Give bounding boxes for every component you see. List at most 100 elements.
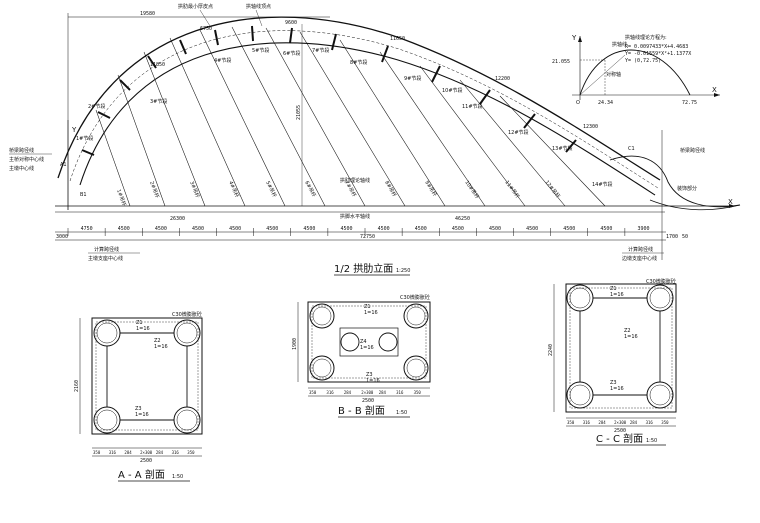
pier-center: 主墩中心线 [9,165,34,172]
bottom-dim: 4500 [266,226,278,232]
tube [309,303,429,381]
section-dim: 350 [309,390,317,395]
left-dim: 3000 [56,234,68,240]
segment-label: 3#节段 [150,98,167,105]
section-scale: 1:50 [396,410,407,416]
segment-label: 12#节段 [508,129,529,136]
section-title: B - B 剖面 [338,404,385,417]
segment-label: 5#节段 [252,47,269,54]
section-dim: 350 [567,420,575,425]
tag: Z3 [135,406,142,412]
bottom-dim: 4500 [378,226,390,232]
section-width: 2500 [362,398,374,404]
bottom-dim: 4500 [415,226,427,232]
point-c1: C1 [628,146,635,152]
right-bearing: 边墩支座中心线 [622,255,657,262]
x-axis-label: X [728,198,733,206]
inset-y-label: Y [571,34,577,42]
segment-label: 6#节段 [283,50,300,57]
calc-span-left: 计算跨径线 [94,246,119,253]
bottom-dim: 3900 [637,226,649,232]
arch-vertex-label: 拱轴线顶点 [246,3,271,10]
rib-top-skin-label: 拱肋最小厚皮点 [178,3,213,10]
inset-origin: O [576,100,580,106]
elevation-view: 19580 9600 X Y [9,3,741,276]
section-title: C - C 剖面 [596,432,643,445]
segment-label: 7#节段 [312,47,329,54]
inset-eq2: Y= -0.01559*X²+1.1377X [625,51,691,57]
tag: 1=16 [624,334,638,340]
pier-symmetry: 主桥对称中心线 [9,156,44,163]
bottom-dim: 4500 [600,226,612,232]
section-dim: 284 [630,420,638,425]
hanger-label: 11#吊杆 [503,179,521,200]
section-height: 1900 [292,338,298,350]
tag: Z1 [364,304,371,310]
point-a1: A1 [60,162,67,168]
segment-label: 8#节段 [350,59,367,66]
section-b-b: C30微膨胀砼 Z1 1=16 Z4 1=16 Z3 1=16 1900 350… [292,294,431,418]
bottom-dim: 4500 [118,226,130,232]
inset-x-label: X [712,86,717,94]
section-dim: 284 [344,390,352,395]
right-dim: 1700 [666,234,678,240]
section-c-c: C30微膨胀砼 Z1 1=16 Z2 1=16 Z3 1=16 2240 350… [548,278,677,446]
elevation-title: 1/2 拱肋立面 [334,262,393,275]
inset-arch-label: 拱轴线 [612,41,627,48]
tag: Z3 [366,372,373,378]
arch-foot-label: 拱脚水平轴线 [340,213,370,220]
arc-dim: 12200 [495,76,510,82]
bridge-span-right: 桥梁跨径线 [680,147,705,154]
total-dim: 72750 [360,234,375,240]
hanger-label: 3#吊杆 [188,180,201,199]
hanger-label: 8#吊杆 [383,180,398,199]
section-scale: 1:50 [172,474,183,480]
inset-x2: 72.75 [682,100,697,106]
segment-label: 10#节段 [442,87,463,94]
section-dim: 350 [187,450,195,455]
height-dim: 21055 [296,105,302,120]
section-dim: 284 [124,450,132,455]
section-dim: 316 [326,390,334,395]
hanger-label: 5#吊杆 [264,180,278,199]
segment-label: 4#节段 [214,57,231,64]
section-dim: 284 [156,450,164,455]
section-dim: 316 [583,420,591,425]
inset-title: 拱轴线理论方程为: [625,34,667,41]
hanger-label: 9#吊杆 [423,179,438,197]
section-dim: 2×300 [614,420,627,425]
segment-label: 2#节段 [88,103,105,110]
arc-dim: 6750 [200,26,212,32]
tag: Z1 [610,286,617,292]
hanger-label: 1#吊杆 [115,188,128,207]
hanger-label: 10#吊杆 [463,179,480,200]
tag: Z2 [154,338,161,344]
tag: Z1 [136,320,143,326]
hanger-label: 12#吊杆 [543,179,561,200]
mid-dim-2: 46250 [455,216,470,222]
tag: 1=16 [135,412,149,418]
tag: 1=16 [360,345,374,351]
bottom-dim: 4500 [563,226,575,232]
arch-rib-inner [79,42,656,196]
bottom-dim: 4500 [526,226,538,232]
section-dim: 316 [109,450,117,455]
section-height: 2160 [74,380,80,392]
section-dim: 2×300 [140,450,153,455]
axis-equation-inset: Y X O 21.055 24.34 72.75 拱轴线 对称轴 拱轴线理论方程… [552,34,720,106]
section-dim: 2×300 [361,390,374,395]
hanger-label: 2#吊杆 [148,180,161,199]
section-height: 2240 [548,344,554,356]
mid-dim-1: 26300 [170,216,185,222]
bottom-dim: 4500 [340,226,352,232]
elevation-scale: 1:250 [396,268,410,274]
inset-sym-label: 对称轴 [606,71,621,78]
section-scale: 1:50 [646,438,657,444]
tag: Z4 [360,339,367,345]
tag: Z3 [610,380,617,386]
section-dim: 316 [646,420,654,425]
